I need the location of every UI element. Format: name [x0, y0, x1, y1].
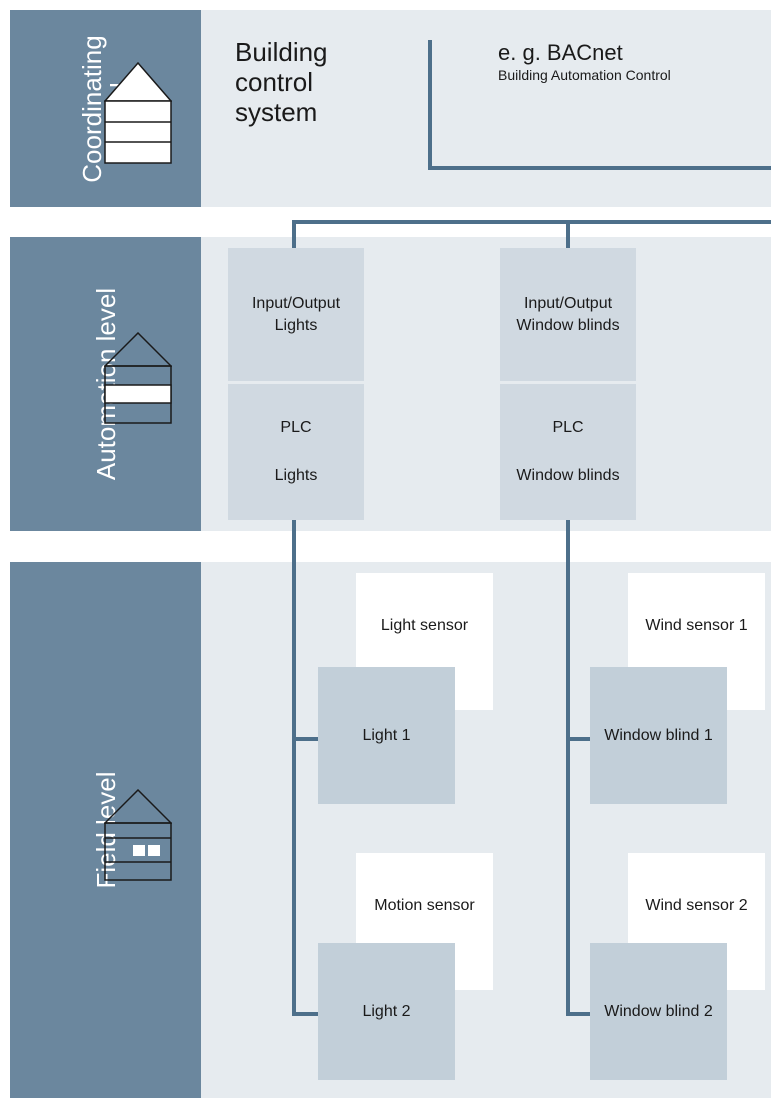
branch-light-2 [292, 1012, 320, 1016]
bus-line-drop-blinds [566, 220, 570, 250]
plc-blinds-box: PLC Window blinds [500, 384, 636, 520]
wind-sensor-2-label: Wind sensor 2 [645, 897, 748, 914]
light-1-label: Light 1 [362, 726, 411, 744]
io-blinds-line2: Window blinds [516, 316, 620, 334]
coordinating-level-label-line1: Coordinating [76, 34, 107, 183]
window-blind-1-box: Window blind 1 [590, 667, 727, 804]
wind-sensor-1-label: Wind sensor 1 [645, 617, 748, 634]
motion-sensor-label: Motion sensor [374, 897, 475, 914]
light-1-box: Light 1 [318, 667, 455, 804]
bus-line-coordinating-vertical [428, 40, 432, 170]
plc-lights-line1: PLC [280, 419, 312, 436]
io-lights-line1: Input/Output [251, 294, 341, 312]
house-coordinating-icon [104, 62, 172, 164]
system-line2: control [235, 67, 314, 97]
bus-line-automation-horizontal [292, 220, 771, 224]
io-lights-box: Input/Output Lights [228, 248, 364, 381]
system-line1: Building [235, 37, 328, 67]
coordinating-panel: Building control system e. g. BACnet Bui… [201, 10, 771, 207]
plc-blinds-line1: PLC [552, 419, 584, 436]
branch-light-1 [292, 737, 320, 741]
protocol-title: e. g. BACnet [498, 40, 623, 65]
window-blind-2-label: Window blind 2 [604, 1002, 713, 1020]
branch-window-blind-1 [566, 737, 592, 741]
window-blind-1-label: Window blind 1 [604, 726, 713, 744]
light-sensor-label: Light sensor [380, 617, 469, 634]
bus-line-coordinating-horizontal [428, 166, 771, 170]
house-field-icon [104, 789, 172, 881]
field-trunk-blinds [566, 518, 570, 1016]
house-automation-icon [104, 332, 172, 424]
protocol-subtitle: Building Automation Control [498, 67, 671, 83]
building-control-system-label: Building control system [235, 37, 328, 127]
light-2-label: Light 2 [362, 1002, 411, 1020]
automation-level-sidebar: Automation level [10, 237, 201, 531]
io-lights-line2: Lights [274, 316, 318, 334]
window-blind-2-box: Window blind 2 [590, 943, 727, 1080]
field-level-sidebar: Field level [10, 562, 201, 1098]
field-trunk-lights [292, 518, 296, 1016]
plc-lights-line2: Lights [274, 467, 318, 484]
bus-line-drop-lights [292, 220, 296, 250]
io-blinds-line1: Input/Output [523, 294, 613, 312]
light-2-box: Light 2 [318, 943, 455, 1080]
plc-lights-box: PLC Lights [228, 384, 364, 520]
protocol-label: e. g. BACnet Building Automation Control [498, 40, 671, 84]
plc-blinds-line2: Window blinds [516, 467, 620, 484]
coordinating-level-sidebar: Coordinating level [10, 10, 201, 207]
io-blinds-box: Input/Output Window blinds [500, 248, 636, 381]
branch-window-blind-2 [566, 1012, 592, 1016]
system-line3: system [235, 97, 318, 127]
